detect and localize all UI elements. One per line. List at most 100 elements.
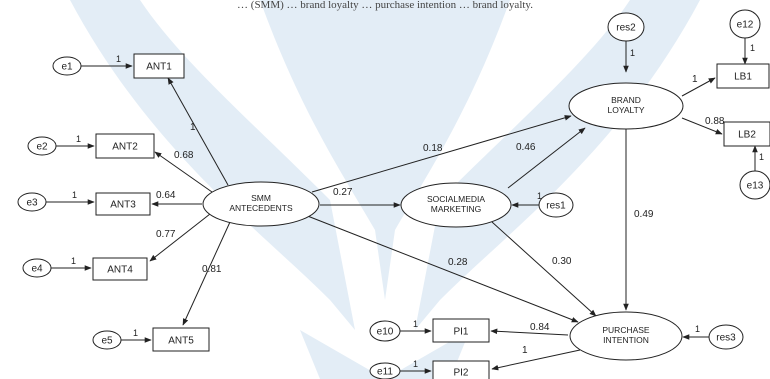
one-e5: 1 bbox=[133, 328, 138, 338]
svg-text:e11: e11 bbox=[377, 367, 393, 378]
path-labels: 0.18 0.27 0.46 0.28 0.30 0.49 bbox=[333, 142, 654, 268]
edge-pi-pi2 bbox=[491, 349, 581, 371]
loading-bl-lb2: 0.88 bbox=[705, 116, 725, 127]
svg-text:e5: e5 bbox=[101, 336, 113, 347]
indicator-ant2: ANT2 bbox=[95, 133, 155, 159]
error-e3: e3 bbox=[17, 192, 47, 212]
svg-text:e12: e12 bbox=[737, 20, 754, 31]
svg-text:ANT4: ANT4 bbox=[107, 265, 133, 276]
edge-pi-pi1 bbox=[490, 328, 569, 336]
error-e4: e4 bbox=[22, 258, 52, 278]
svg-text:ANTECEDENTS: ANTECEDENTS bbox=[229, 203, 293, 213]
loading-bl-lb1: 1 bbox=[692, 74, 698, 85]
indicator-pi1: PI1 bbox=[432, 318, 490, 343]
svg-text:e3: e3 bbox=[26, 198, 38, 209]
indicator-ant4: ANT4 bbox=[92, 257, 148, 281]
indicator-lb1: LB1 bbox=[716, 63, 770, 89]
loading-smm-ant1: 1 bbox=[190, 122, 196, 133]
svg-text:ANT3: ANT3 bbox=[110, 200, 136, 211]
svg-text:LB1: LB1 bbox=[734, 72, 752, 83]
one-e3: 1 bbox=[72, 190, 77, 200]
indicator-ant5: ANT5 bbox=[152, 327, 210, 352]
svg-text:LB2: LB2 bbox=[738, 130, 756, 141]
edge-smm-ant4 bbox=[149, 213, 211, 262]
path-smm-sm: 0.27 bbox=[333, 187, 353, 198]
path-bl-pi: 0.49 bbox=[634, 209, 654, 220]
latent-smm-antecedents: SMM ANTECEDENTS bbox=[202, 181, 320, 227]
indicator-lb2: LB2 bbox=[723, 121, 770, 147]
error-res2: res2 bbox=[607, 12, 645, 42]
latent-brand-loyalty: BRAND LOYALTY bbox=[568, 82, 684, 130]
one-e13: 1 bbox=[759, 152, 764, 162]
loading-pi-pi1: 0.84 bbox=[530, 322, 550, 333]
edge-smm-bl bbox=[311, 115, 572, 193]
error-e12: e12 bbox=[729, 9, 761, 39]
edge-bl-lb2 bbox=[681, 117, 723, 135]
svg-text:PI2: PI2 bbox=[453, 368, 468, 379]
indicator-ant1: ANT1 bbox=[133, 53, 185, 79]
svg-text:res3: res3 bbox=[716, 333, 736, 344]
edge-smm-ant2 bbox=[154, 151, 213, 193]
error-res3: res3 bbox=[708, 324, 744, 350]
edge-smm-pi bbox=[304, 214, 579, 323]
error-e5: e5 bbox=[92, 330, 122, 350]
error-e1: e1 bbox=[52, 56, 82, 76]
indicators: ANT1 ANT2 ANT3 ANT4 ANT5 LB1 LB2 PI1 bbox=[92, 53, 770, 379]
svg-text:e13: e13 bbox=[747, 181, 764, 192]
structural-edges bbox=[304, 115, 629, 323]
svg-text:e1: e1 bbox=[61, 62, 73, 73]
one-res2: 1 bbox=[630, 48, 635, 58]
edge-smm-ant5 bbox=[182, 221, 231, 326]
one-e10: 1 bbox=[413, 319, 418, 329]
one-res3: 1 bbox=[695, 324, 700, 334]
edge-smm-ant1 bbox=[167, 77, 229, 186]
watermark-logo bbox=[70, 0, 700, 379]
svg-text:LOYALTY: LOYALTY bbox=[607, 105, 644, 115]
svg-text:SMM: SMM bbox=[251, 193, 271, 203]
svg-text:e2: e2 bbox=[36, 142, 48, 153]
path-sm-bl: 0.46 bbox=[516, 142, 536, 153]
loading-edges bbox=[149, 77, 723, 371]
svg-text:BRAND: BRAND bbox=[611, 95, 641, 105]
edge-sm-bl bbox=[507, 127, 586, 189]
one-e12: 1 bbox=[750, 43, 755, 53]
fixed-one-labels: 1 1 1 1 1 1 1 1 1 1 1 1 bbox=[71, 43, 764, 369]
one-e4: 1 bbox=[71, 256, 76, 266]
loading-smm-ant2: 0.68 bbox=[174, 150, 194, 161]
latent-social-media-marketing: SOCIALMEDIA MARKETING bbox=[400, 182, 512, 228]
loading-pi-pi2: 1 bbox=[522, 345, 528, 356]
error-terms: e1 e2 e3 e4 e5 e12 e13 e10 bbox=[17, 9, 770, 379]
one-e11: 1 bbox=[413, 359, 418, 369]
svg-text:INTENTION: INTENTION bbox=[603, 335, 649, 345]
one-res1: 1 bbox=[537, 191, 542, 201]
error-res1: res1 bbox=[538, 192, 574, 218]
indicator-ant3: ANT3 bbox=[95, 192, 151, 216]
loading-smm-ant4: 0.77 bbox=[156, 229, 176, 240]
error-e13: e13 bbox=[739, 170, 770, 200]
svg-text:PI1: PI1 bbox=[453, 327, 468, 338]
svg-text:SOCIALMEDIA: SOCIALMEDIA bbox=[427, 194, 485, 204]
indicator-pi2: PI2 bbox=[432, 360, 490, 379]
path-smm-bl: 0.18 bbox=[423, 143, 443, 154]
latent-purchase-intention: PURCHASE INTENTION bbox=[569, 311, 683, 361]
one-e1: 1 bbox=[116, 54, 121, 64]
svg-text:res1: res1 bbox=[546, 201, 566, 212]
latent-constructs: SMM ANTECEDENTS SOCIALMEDIA MARKETING BR… bbox=[202, 82, 684, 361]
error-e10: e10 bbox=[369, 320, 401, 342]
svg-text:MARKETING: MARKETING bbox=[431, 204, 482, 214]
loading-labels: 1 0.68 0.64 0.77 0.81 1 0.88 0.84 1 bbox=[156, 74, 725, 356]
svg-text:e10: e10 bbox=[377, 327, 394, 338]
svg-text:ANT5: ANT5 bbox=[168, 336, 194, 347]
svg-text:ANT2: ANT2 bbox=[112, 142, 138, 153]
edge-sm-pi bbox=[491, 221, 597, 317]
edge-bl-lb1 bbox=[681, 77, 716, 97]
svg-text:e4: e4 bbox=[31, 264, 43, 275]
loading-smm-ant5: 0.81 bbox=[202, 264, 222, 275]
svg-text:PURCHASE: PURCHASE bbox=[602, 325, 650, 335]
error-edges bbox=[46, 38, 758, 374]
svg-text:ANT1: ANT1 bbox=[146, 62, 172, 73]
one-e2: 1 bbox=[76, 134, 81, 144]
path-sm-pi: 0.30 bbox=[552, 256, 572, 267]
